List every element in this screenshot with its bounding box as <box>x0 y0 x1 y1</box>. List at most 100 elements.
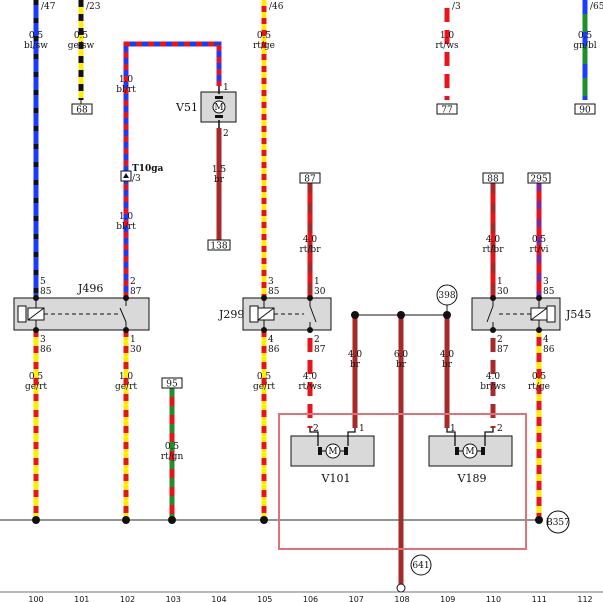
wire-size-105-bottom: 0.5 <box>257 372 272 382</box>
j299-pin-sw: 30 <box>314 287 326 297</box>
j299-pin-num-in: 3 <box>268 277 274 287</box>
wire-color-105-top: rt/ge <box>253 41 275 51</box>
wire-color-102-mid: bl/rt <box>116 222 136 232</box>
circle-641-label: 641 <box>412 561 429 571</box>
wire-size-102-mid: 1.0 <box>119 212 134 222</box>
ground-label: B357 <box>546 518 570 528</box>
wire-color-100-top: bl/sw <box>24 41 48 51</box>
wire-size-111-bottom: 0.5 <box>532 372 547 382</box>
wire-color-111-in: rt/vi <box>530 245 549 255</box>
wire-size-112-top: 0.5 <box>578 31 593 41</box>
wire-color-105-bottom: ge/rt <box>253 382 275 392</box>
wires-layer <box>33 0 588 585</box>
j545-pin-num-in: 3 <box>543 277 549 287</box>
v51-pin-2: 2 <box>223 129 229 139</box>
j299-pin-in: 85 <box>268 287 280 297</box>
v51-label: V51 <box>175 101 198 114</box>
wire-color-109-top: rt/ws <box>435 41 459 51</box>
circle-641: 641 <box>396 554 432 593</box>
v189-label: V189 <box>457 472 487 485</box>
wire-size-102-bottom: 1.0 <box>119 372 134 382</box>
j299-pin-num-out1: 4 <box>268 335 274 345</box>
j545-pin-out1: 87 <box>497 345 509 355</box>
svg-text:M: M <box>328 447 337 457</box>
wire-color-106-in: rt/br <box>299 245 321 255</box>
wire-size-109-mid: 4.0 <box>440 350 455 360</box>
top-label-100: /47 <box>41 2 56 12</box>
wire-color-111-bottom: rt/ge <box>528 382 550 392</box>
svg-text:M: M <box>465 447 474 457</box>
connector-name: T10ga <box>132 164 164 174</box>
axis-label-103: 103 <box>166 595 181 602</box>
circle-398-label: 398 <box>438 291 455 301</box>
axis-label-101: 101 <box>74 595 89 602</box>
svg-text:M: M <box>214 103 223 113</box>
v101-pin-1: 1 <box>359 424 365 434</box>
motor-v101: M 2 1 V101 <box>290 424 375 485</box>
wire-size-106-out: 4.0 <box>303 372 318 382</box>
j496-pin-num-in: 5 <box>40 277 46 287</box>
j299-pin-num-sw: 1 <box>314 277 320 287</box>
wire-size-108: 6.0 <box>394 350 409 360</box>
wire-size-102-top: 1.0 <box>119 75 134 85</box>
wire-size-110-in: 4.0 <box>486 235 501 245</box>
j496-pin-sw: 87 <box>130 287 142 297</box>
ref-88: 88 <box>487 175 499 185</box>
relay-j545: 1 30 3 85 2 87 4 86 J545 <box>471 277 591 355</box>
wire-color-109-mid: br <box>442 360 453 370</box>
j545-pin-num-out2: 4 <box>543 335 549 345</box>
relay-j496: 5 85 2 87 3 86 1 30 J496 <box>13 277 150 355</box>
v101-pin-2: 2 <box>313 424 319 434</box>
top-label-105: /46 <box>269 2 284 12</box>
wire-color-102-top: bl/rt <box>116 85 136 95</box>
j545-pin-in: 85 <box>543 287 555 297</box>
axis-label-104: 104 <box>211 595 226 602</box>
wire-size-105-top: 0.5 <box>257 31 272 41</box>
j299-pin-out2: 87 <box>314 345 326 355</box>
j496-pin-num-out1: 3 <box>40 335 46 345</box>
j545-pin-num-out1: 2 <box>497 335 503 345</box>
j496-pin-out1: 86 <box>40 345 52 355</box>
j545-pin-sw: 30 <box>497 287 509 297</box>
wire-color-110-out: br/ws <box>480 382 506 392</box>
connector-pin: /3 <box>132 174 141 184</box>
connector-t10ga: T10ga /3 <box>120 164 164 184</box>
ref-77: 77 <box>441 106 453 116</box>
wire-color-v51: br <box>214 175 225 185</box>
wire-color-108: br <box>396 360 407 370</box>
axis-label-111: 111 <box>532 595 547 602</box>
j496-pin-num-sw: 2 <box>130 277 136 287</box>
wire-color-106-out: rt/ws <box>298 382 322 392</box>
j299-label: J299 <box>218 308 244 321</box>
wire-color-100-bottom: ge/rt <box>25 382 47 392</box>
ground-point: B357 <box>546 510 570 534</box>
wire-size-103: 0.5 <box>165 442 180 452</box>
wire-size-v51: 1.5 <box>212 165 227 175</box>
j496-pin-out2: 30 <box>130 345 142 355</box>
wire-color-103: rt/gn <box>161 452 184 462</box>
axis-label-108: 108 <box>394 595 409 602</box>
axis-label-102: 102 <box>120 595 135 602</box>
j496-pin-num-out2: 1 <box>130 335 136 345</box>
wire-color-102-bottom: ge/rt <box>115 382 137 392</box>
wire-size-111-in: 0.5 <box>532 235 547 245</box>
wire-color-107: br <box>350 360 361 370</box>
axis-label-112: 112 <box>577 595 592 602</box>
junction-dots <box>32 311 543 524</box>
wire-color-101-top: ge/sw <box>68 41 95 51</box>
ref-90: 90 <box>579 106 591 116</box>
j545-pin-num-sw: 1 <box>497 277 503 287</box>
wire-labels: 0.5 bl/sw 0.5 ge/sw 1.0 bl/rt 1.0 bl/rt … <box>24 31 597 462</box>
wire-size-107: 4.0 <box>348 350 363 360</box>
v189-pin-1: 1 <box>450 424 456 434</box>
j299-pin-num-out2: 2 <box>314 335 320 345</box>
j545-pin-out2: 86 <box>543 345 555 355</box>
ref-295: 295 <box>530 175 547 185</box>
wire-size-106-in: 4.0 <box>303 235 318 245</box>
wire-size-101-top: 0.5 <box>74 31 89 41</box>
axis-label-107: 107 <box>349 595 364 602</box>
wire-size-110-out: 4.0 <box>486 372 501 382</box>
wire-size-109-top: 1.0 <box>440 31 455 41</box>
ref-68: 68 <box>76 106 88 116</box>
